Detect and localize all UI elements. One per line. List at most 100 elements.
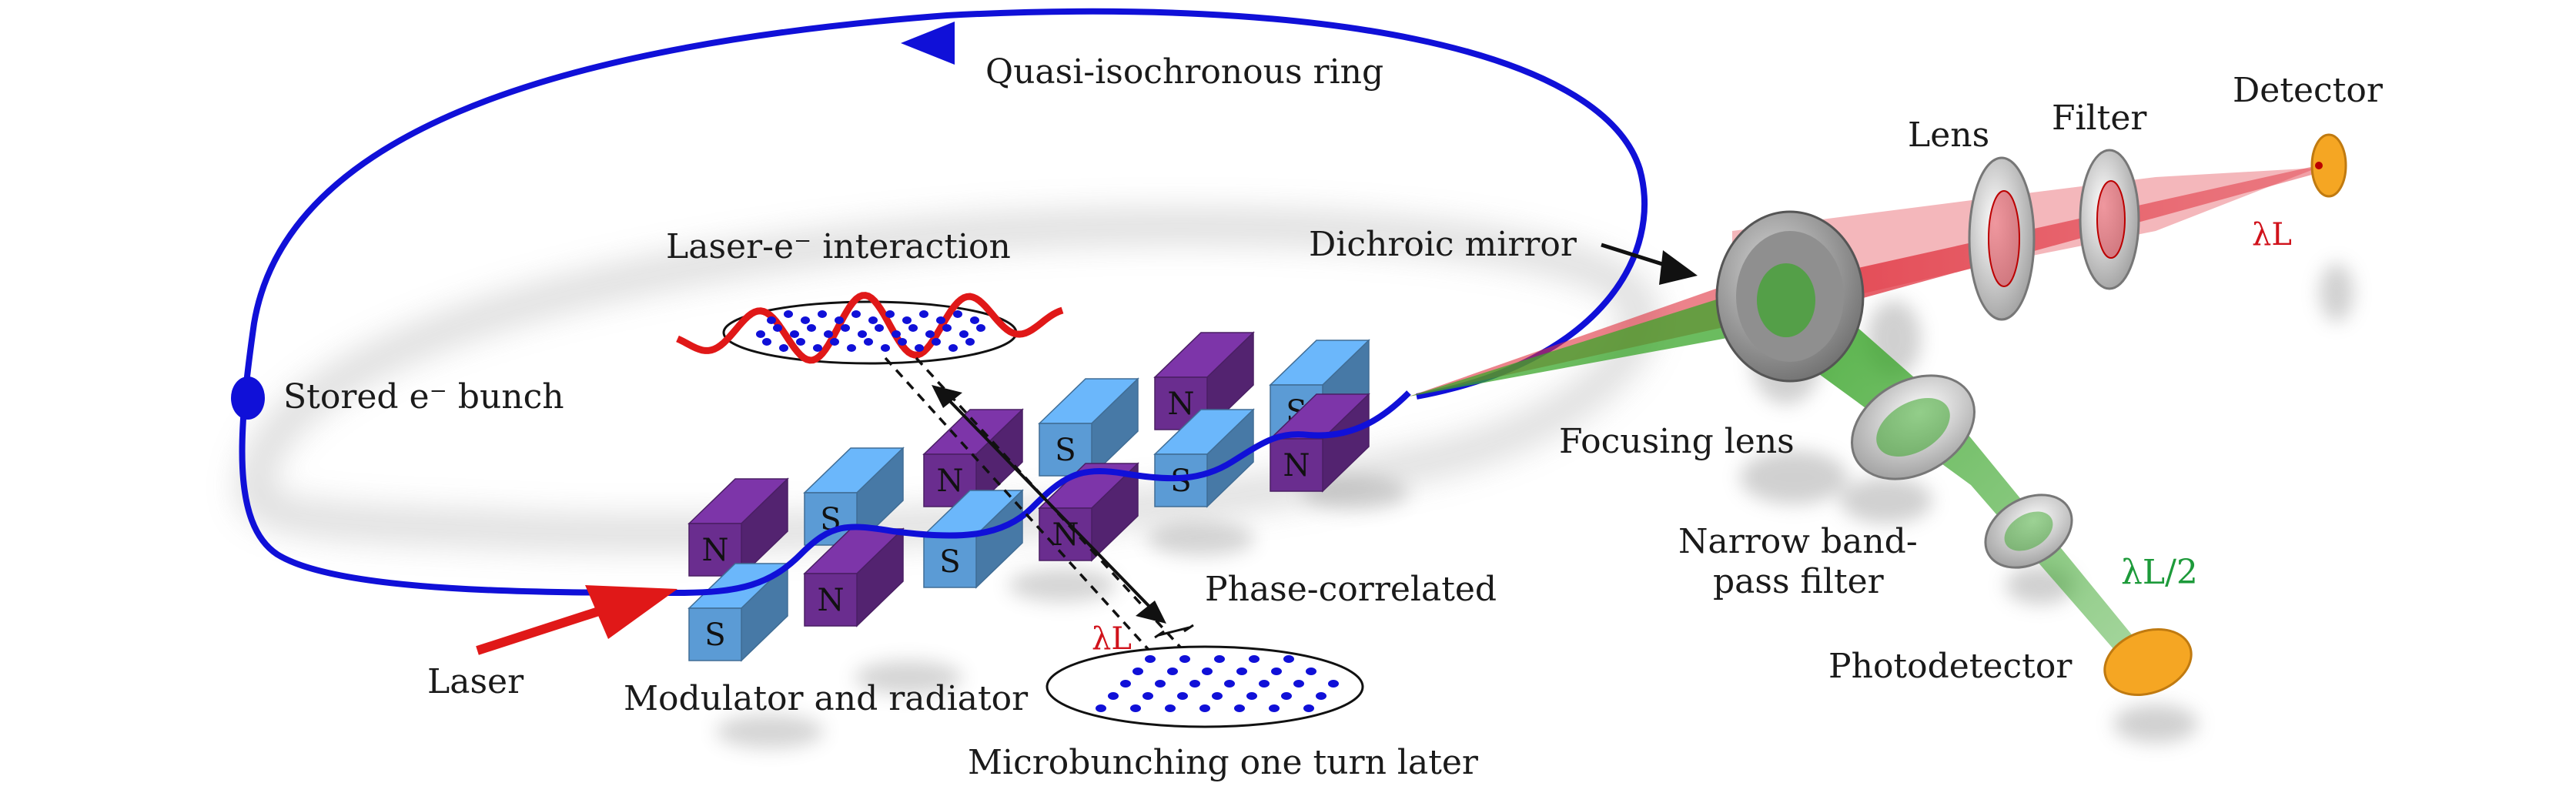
green-source-beam: [1409, 285, 1786, 396]
modulator-label: Modulator and radiator: [624, 679, 1029, 718]
electron-dot: [932, 338, 941, 346]
microbunch-dot: [1236, 667, 1247, 675]
microbunch-dot: [1283, 655, 1294, 663]
laser-beam-line: [476, 604, 610, 655]
microbunch-dot: [1120, 680, 1131, 688]
electron-dot: [807, 324, 816, 332]
magnet-block-n-pole-label: N: [1283, 448, 1310, 483]
narrow-band-label-2: pass filter: [1713, 562, 1885, 601]
electron-dot: [790, 330, 799, 338]
filter-label: Filter: [2052, 99, 2147, 138]
lambda-mid-label: λL: [1092, 621, 1132, 657]
electron-dot: [953, 310, 962, 318]
electron-dot: [898, 338, 907, 346]
detector-label: Detector: [2233, 71, 2384, 110]
electron-dot: [773, 324, 782, 332]
electron-dot: [965, 338, 975, 346]
electron-dot: [976, 324, 985, 332]
magnet-block-s-pole-label: S: [939, 544, 960, 580]
magnet-block-n-pole-label: N: [702, 533, 729, 568]
laser-arrow-head: [585, 585, 677, 639]
magnet-block-s-pole-label: S: [704, 617, 725, 653]
magnet-block-s-pole-label: S: [1055, 433, 1076, 468]
microbunch-dot: [1096, 704, 1106, 712]
electron-dot: [851, 310, 861, 318]
microbunch-dot: [1155, 680, 1166, 688]
filter-icon: [2079, 149, 2140, 290]
laser-label: Laser: [427, 662, 524, 701]
microbunch-dot: [1214, 655, 1225, 663]
microbunch-dot: [1167, 667, 1178, 675]
lens-icon: [1968, 156, 2036, 321]
microbunch-dot: [1293, 680, 1304, 688]
undulator-trajectory: [677, 390, 1411, 596]
electron-dot: [970, 316, 979, 324]
magnet-shadows: [716, 476, 1409, 748]
microbunch-dot: [1177, 692, 1188, 700]
microbunch-dot: [1130, 704, 1141, 712]
magnet-block-n: N: [922, 408, 1024, 508]
microbunch-dot: [1249, 655, 1260, 663]
electron-dot: [779, 344, 788, 352]
microbunch-dot: [1328, 680, 1339, 688]
photodetector-icon: [2103, 627, 2193, 697]
microbunch-dot: [1108, 692, 1119, 700]
lambda-right-label: λL: [2252, 217, 2292, 253]
stored-bunch-label: Stored e⁻ bunch: [283, 377, 564, 417]
electron-dot: [919, 310, 928, 318]
electron-dot: [948, 344, 958, 352]
electron-dot: [784, 310, 793, 318]
microbunch-dot: [1142, 692, 1153, 700]
microbunch-dot: [1199, 704, 1210, 712]
focusing-lens-icon: [1851, 374, 1975, 480]
bandpass-filter-icon: [1984, 494, 2073, 569]
electron-dot: [813, 344, 822, 352]
electron-dot: [868, 316, 878, 324]
electron-dot: [902, 316, 912, 324]
microbunch-dot: [1132, 667, 1143, 675]
microbunch-dot: [1271, 667, 1282, 675]
lens-label: Lens: [1908, 115, 1989, 155]
magnet-block-n-pole-label: N: [937, 463, 964, 499]
microbunch-dot: [1234, 704, 1245, 712]
magnet-block-n: N: [687, 477, 789, 577]
detector-icon: [2310, 133, 2347, 198]
microbunching-label: Microbunching one turn later: [968, 743, 1479, 782]
electron-dot: [858, 330, 867, 338]
microbunch-dot: [1179, 655, 1190, 663]
electron-dot: [767, 316, 776, 324]
electron-dot: [762, 338, 771, 346]
electron-dot: [847, 344, 856, 352]
electron-dot: [756, 330, 765, 338]
phase-correlated-label: Phase-correlated: [1205, 570, 1497, 609]
electron-dot: [796, 338, 805, 346]
electron-dot: [936, 316, 945, 324]
electron-dot: [864, 338, 873, 346]
microbunch-dot: [1189, 680, 1200, 688]
dichroic-mirror-icon: [1715, 210, 1865, 383]
microbunch-dot: [1316, 692, 1326, 700]
microbunch-dot: [1259, 680, 1270, 688]
magnet-block-n: N: [1269, 393, 1370, 493]
magnet-block-s: S: [922, 489, 1024, 589]
magnet-block-n-pole-label: N: [1168, 386, 1195, 422]
magnet-block-n: N: [803, 527, 905, 627]
magnet-block-n-pole-label: N: [818, 583, 845, 618]
microbunch-region: [1045, 645, 1364, 728]
electron-dot: [925, 330, 935, 338]
electron-dot: [881, 344, 890, 352]
electron-dot: [942, 324, 952, 332]
microbunch-dot: [1165, 704, 1176, 712]
electron-dot: [824, 330, 833, 338]
dichroic-label: Dichroic mirror: [1309, 225, 1577, 264]
green-beam-to-photodetector: [1748, 285, 2148, 662]
electron-dot: [908, 324, 918, 332]
microbunch-dot: [1306, 667, 1316, 675]
microbunch-dot: [1281, 692, 1292, 700]
electron-dot: [818, 310, 827, 318]
electron-dot: [959, 330, 969, 338]
focusing-lens-label: Focusing lens: [1559, 422, 1795, 461]
microbunch-dot: [1212, 692, 1223, 700]
